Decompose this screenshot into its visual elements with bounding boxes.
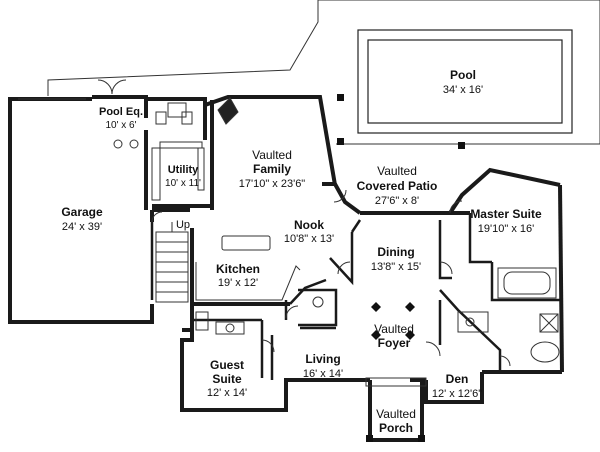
dining-dims: 13'8" x 15' <box>371 261 421 273</box>
family-name: Family <box>253 162 291 176</box>
foyer-qualifier: Vaulted <box>374 322 414 336</box>
utility-dims: 10' x 11' <box>165 178 201 189</box>
kitchen-name: Kitchen <box>216 262 260 276</box>
den-name: Den <box>446 372 469 386</box>
guest-suite-name-line2: Suite <box>212 372 242 386</box>
fixtures <box>18 79 560 387</box>
exterior-walls <box>8 95 564 442</box>
pool <box>357 29 573 134</box>
pool-name: Pool <box>450 68 476 82</box>
family-qualifier: Vaulted <box>252 148 292 162</box>
columns <box>337 94 465 442</box>
room-labels: Pool 34' x 16' Pool Eq. 10' x 6' Utility… <box>61 68 542 435</box>
patio-dims: 27'6" x 8' <box>375 195 419 207</box>
interior-walls <box>150 213 560 380</box>
guest-suite-dims: 12' x 14' <box>207 387 247 399</box>
utility-name: Utility <box>168 164 199 176</box>
master-suite-name: Master Suite <box>470 207 542 221</box>
stairs-up-label: Up <box>176 219 190 231</box>
garage-name: Garage <box>61 205 103 219</box>
patio-name: Covered Patio <box>357 179 438 193</box>
den-dims: 12' x 12'6" <box>432 388 482 400</box>
kitchen-dims: 19' x 12' <box>218 277 258 289</box>
living-dims: 16' x 14' <box>303 368 343 380</box>
master-suite-dims: 19'10" x 16' <box>478 223 534 235</box>
nook-dims: 10'8" x 13' <box>284 233 334 245</box>
garage-dims: 24' x 39' <box>62 221 102 233</box>
patio-qualifier: Vaulted <box>377 164 417 178</box>
guest-suite-name-line1: Guest <box>210 358 244 372</box>
living-name: Living <box>305 352 340 366</box>
nook-name: Nook <box>294 218 324 232</box>
porch-qualifier: Vaulted <box>376 407 416 421</box>
pool-dims: 34' x 16' <box>443 84 483 96</box>
dining-name: Dining <box>377 245 414 259</box>
pool-eq-name: Pool Eq. <box>99 106 143 118</box>
pool-eq-dims: 10' x 6' <box>105 120 136 131</box>
foyer-name: Foyer <box>378 336 411 350</box>
pool-deck <box>47 0 600 145</box>
porch-name: Porch <box>379 421 413 435</box>
family-dims: 17'10" x 23'6" <box>239 178 306 190</box>
